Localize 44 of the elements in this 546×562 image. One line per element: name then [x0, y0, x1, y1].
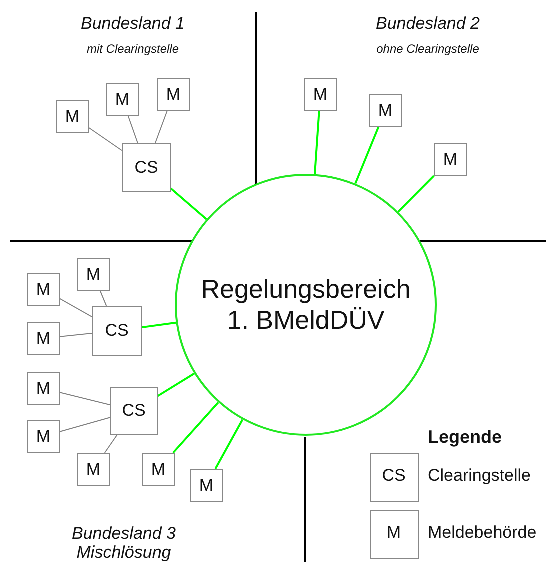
connector-line	[88, 127, 122, 152]
authority-box: M	[77, 258, 110, 291]
region-subtitle: Mischlösung	[76, 543, 172, 562]
connector-line	[60, 333, 92, 338]
connector-line	[142, 322, 176, 329]
connector-line	[60, 298, 92, 318]
connector-line	[128, 116, 138, 144]
authority-box: M	[106, 83, 139, 116]
region-title: Bundesland 2	[376, 14, 480, 34]
connector-line	[170, 188, 208, 220]
legend-sample-label: M	[386, 523, 402, 543]
authority-box: M	[77, 453, 110, 486]
region-title: Bundesland 1	[81, 14, 185, 34]
connector-line	[157, 372, 195, 398]
authority-box: CS	[110, 387, 158, 435]
authority-box: M	[27, 273, 60, 306]
legend-text: Clearingstelle	[428, 466, 531, 486]
authority-box: M	[27, 322, 60, 355]
authority-box: M	[27, 420, 60, 453]
legend-text: Meldebehörde	[428, 523, 537, 543]
authority-box: M	[304, 78, 337, 111]
authority-box: CS	[92, 306, 142, 356]
authority-box: CS	[122, 143, 171, 192]
connector-line	[172, 402, 220, 454]
connector-line	[214, 419, 244, 470]
authority-box: M	[190, 469, 223, 502]
connector-line	[398, 175, 435, 213]
region-subtitle: mit Clearingstelle	[86, 42, 180, 56]
connector-line	[155, 110, 168, 144]
region-title: Bundesland 3	[72, 524, 176, 544]
connector-line	[354, 126, 380, 184]
connector-line	[314, 110, 320, 174]
authority-box: M	[434, 143, 467, 176]
authority-box: M	[56, 100, 89, 133]
connector-line	[60, 392, 110, 406]
region-subtitle: ohne Clearingstelle	[376, 42, 480, 56]
authority-box: M	[142, 453, 175, 486]
legend-sample-label: CS	[382, 466, 406, 486]
authority-box: M	[157, 78, 190, 111]
connector-line	[104, 434, 118, 454]
authority-box: M	[369, 94, 402, 127]
authority-box: M	[27, 372, 60, 405]
connector-line	[100, 290, 108, 306]
connector-line	[60, 417, 110, 432]
